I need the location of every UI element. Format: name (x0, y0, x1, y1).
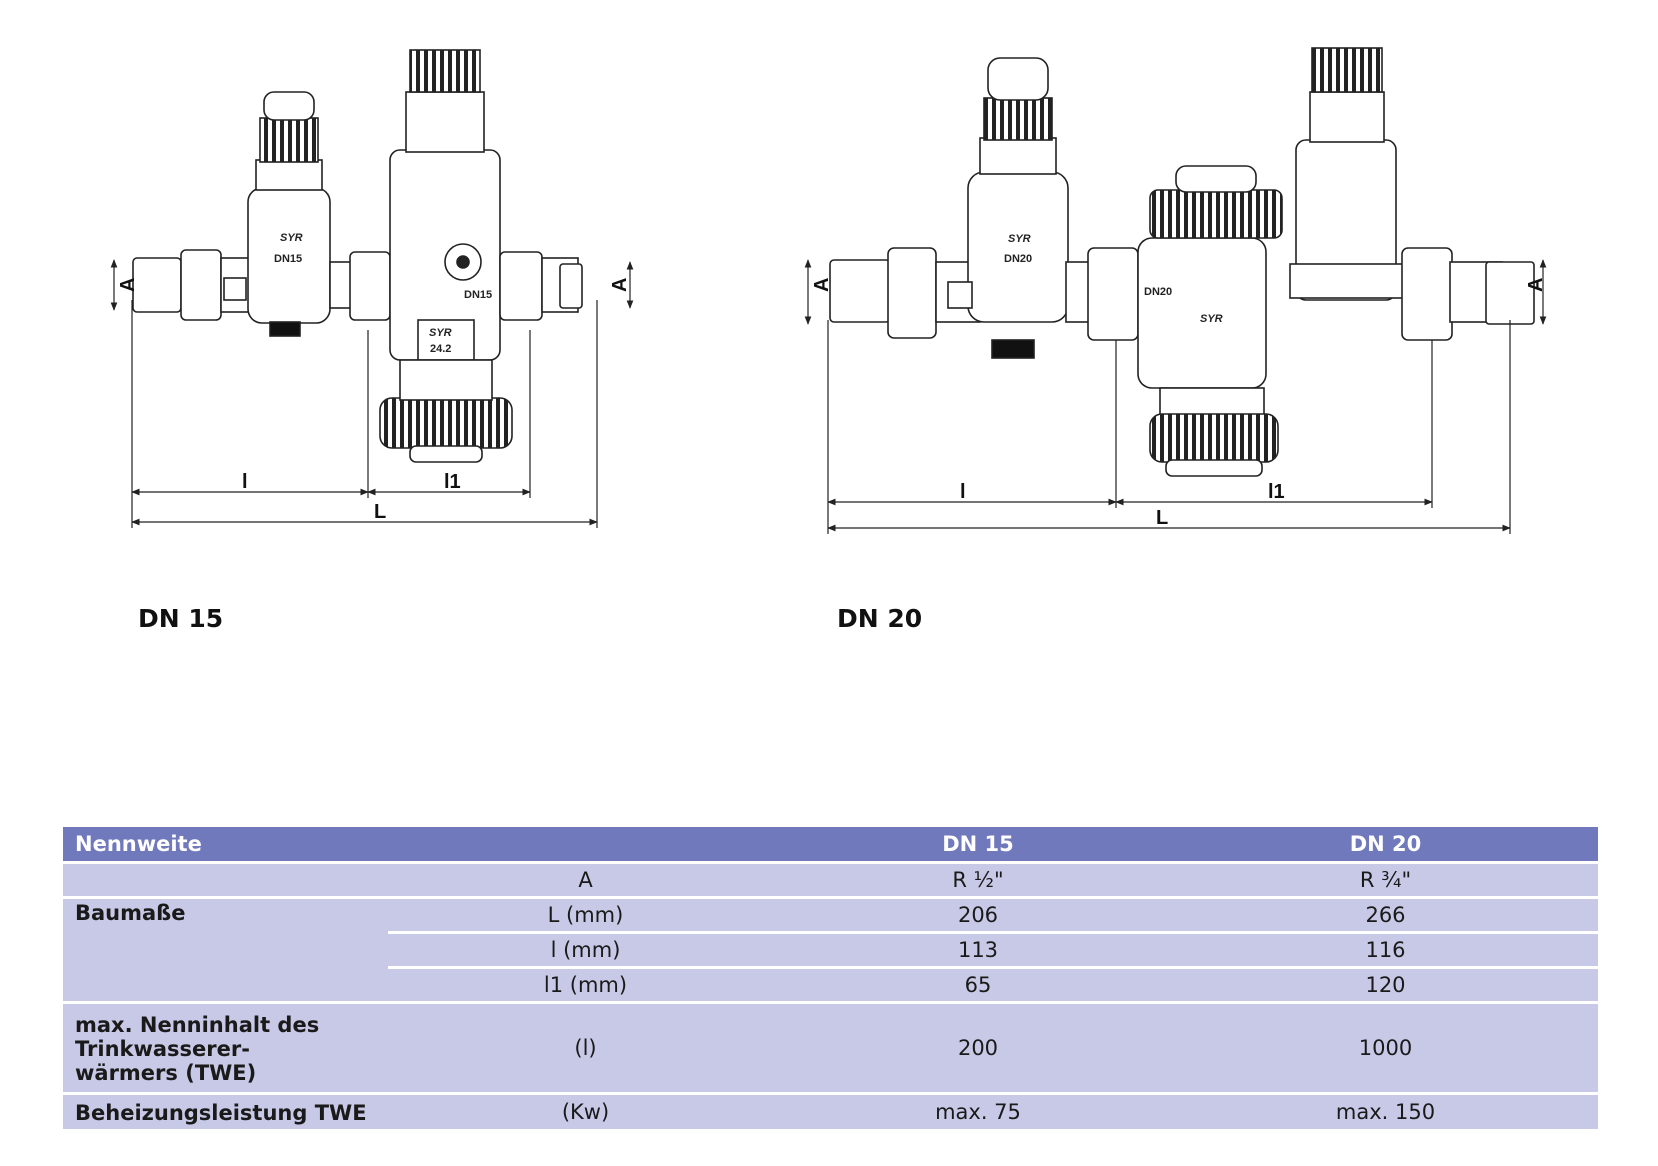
dn15-dim-a-right: A (609, 278, 631, 292)
dn20-body-label-2: DN20 (1144, 286, 1172, 298)
row-l-dn15: 206 (783, 896, 1173, 931)
dn15-caption: DN 15 (138, 604, 224, 633)
dn15-dimensions (110, 259, 634, 528)
row-l-dn20: 266 (1173, 896, 1598, 931)
nenninhalt-label-line-2: Trinkwasserer- (75, 1037, 250, 1061)
dn15-drawing: DN15 DN15 SYR SYR 24.2 (132, 49, 583, 463)
table-row-a: A R ½" R ¾" (63, 861, 1598, 896)
row-nenninhalt-param: (l) (388, 1001, 783, 1092)
table-row-l: Baumaße L (mm) 206 266 (63, 896, 1598, 1001)
dn15-plate-brand: SYR (429, 327, 452, 339)
dn15-brand: SYR (280, 232, 303, 244)
dn15-dim-l: L (374, 501, 386, 523)
nenninhalt-label: max. Nenninhalt des Trinkwasserer- wärme… (63, 1001, 388, 1092)
dn15-dim-i1: l1 (444, 471, 461, 493)
row-leistung-dn20: max. 150 (1173, 1092, 1598, 1129)
header-dn15: DN 15 (783, 827, 1173, 861)
dn20-body-label-1: DN20 (1004, 253, 1032, 265)
row-leistung-param: (Kw) (388, 1092, 783, 1129)
dn20-mixer-brand: SYR (1200, 313, 1223, 325)
dn20-brand: SYR (1008, 233, 1031, 245)
header-label: Nennweite (63, 827, 388, 861)
dn20-drawing: DN20 DN20 SYR SYR (829, 47, 1535, 477)
row-i-dn15: 113 (783, 931, 1173, 966)
row-i-dn20: 116 (1173, 931, 1598, 966)
dn15-body-label-2: DN15 (464, 289, 492, 301)
nenninhalt-label-line-3: wärmers (TWE) (75, 1061, 257, 1085)
row-i1-param: l1 (mm) (388, 966, 783, 1001)
row-a-dn20: R ¾" (1173, 861, 1598, 896)
dn15-dim-i: l (242, 471, 248, 493)
row-i1-dn15: 65 (783, 966, 1173, 1001)
dn20-caption: DN 20 (837, 604, 923, 633)
header-empty (388, 827, 783, 861)
row-a-label (63, 861, 388, 896)
dn20-dim-i1: l1 (1268, 481, 1285, 503)
dn20-dim-i: l (960, 481, 966, 503)
dn15-body-label-1: DN15 (274, 253, 302, 265)
header-dn20: DN 20 (1173, 827, 1598, 861)
baumasse-label: Baumaße (63, 896, 388, 1001)
row-leistung-dn15: max. 75 (783, 1092, 1173, 1129)
table-row-i: l (mm) 113 116 (63, 931, 1598, 966)
row-i-param: l (mm) (388, 931, 783, 966)
row-a-param: A (388, 861, 783, 896)
dn15-plate: 24.2 (430, 343, 451, 355)
leistung-label: Beheizungsleistung TWE (63, 1092, 388, 1129)
row-nenninhalt-dn15: 200 (783, 1001, 1173, 1092)
table-row-nenninhalt: max. Nenninhalt des Trinkwasserer- wärme… (63, 1001, 1598, 1092)
table-header-row: Nennweite DN 15 DN 20 (63, 827, 1598, 861)
technical-drawings: DN15 DN15 SYR SYR 24.2 A A l l1 L (110, 47, 1547, 534)
dn20-dimensions (804, 259, 1547, 534)
spec-table: Nennweite DN 15 DN 20 A R ½" R ¾" Baumaß… (63, 827, 1598, 1129)
row-i1-dn20: 120 (1173, 966, 1598, 1001)
dn20-dim-a-left: A (811, 278, 833, 292)
dn20-dim-a-right: A (1525, 278, 1547, 292)
row-a-dn15: R ½" (783, 861, 1173, 896)
nenninhalt-label-line-1: max. Nenninhalt des (75, 1013, 320, 1037)
row-nenninhalt-dn20: 1000 (1173, 1001, 1598, 1092)
table-row-leistung: Beheizungsleistung TWE (Kw) max. 75 max.… (63, 1092, 1598, 1129)
row-l-param: L (mm) (388, 896, 783, 931)
table-row-i1: l1 (mm) 65 120 (63, 966, 1598, 1001)
dn20-dim-l: L (1156, 507, 1168, 529)
dn15-dim-a-left: A (117, 278, 139, 292)
